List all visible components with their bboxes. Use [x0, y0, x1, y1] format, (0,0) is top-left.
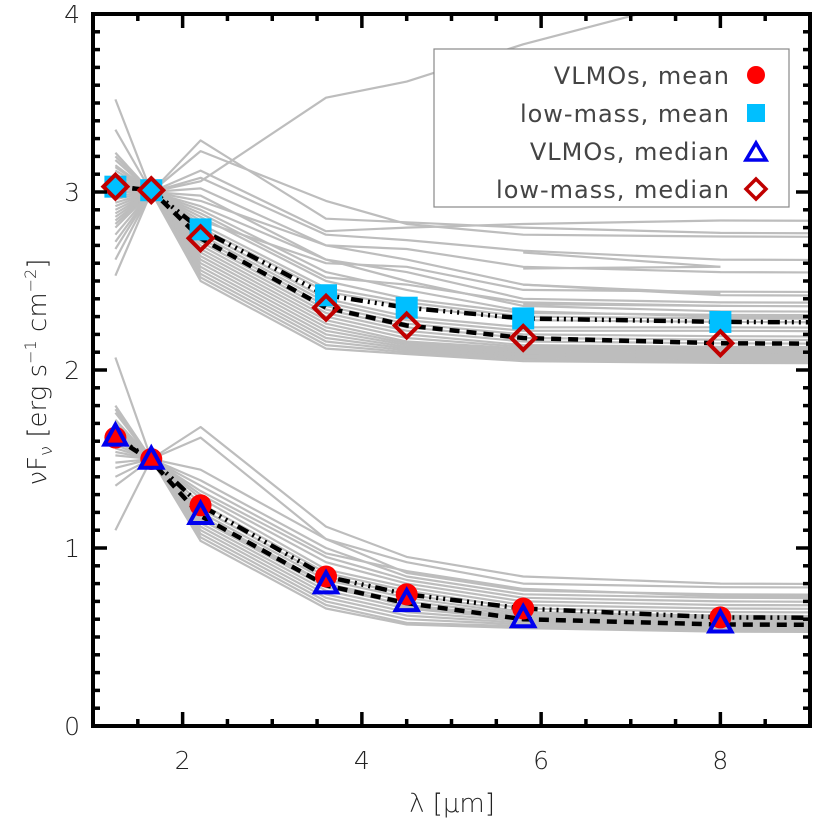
y-tick-label: 1	[64, 534, 80, 563]
diamond-marker	[311, 292, 341, 323]
legend-diamond-icon	[743, 176, 769, 202]
stat-line-triangle-open	[114, 435, 810, 628]
legend-circle-icon	[747, 66, 765, 84]
triangle-marker	[392, 586, 422, 613]
triangle-marker	[136, 443, 166, 470]
legend-label-vlmos-median: VLMOs, median	[530, 138, 730, 166]
legend-triangle-icon	[742, 139, 770, 162]
legend-label-lowmass-median: low-mass, median	[496, 176, 730, 204]
x-axis-label: λ [μm]	[409, 789, 495, 819]
triangle-marker	[101, 420, 130, 447]
legend: VLMOs, mean low-mass, mean VLMOs, median…	[433, 48, 790, 208]
triangle-marker	[311, 568, 341, 595]
diamond-marker	[508, 323, 539, 353]
legend-square-icon	[747, 104, 765, 122]
y-axis-label: νFν [erg s−1 cm−2]	[21, 259, 57, 486]
diamond-marker	[391, 310, 422, 341]
source-line	[114, 190, 810, 365]
square-marker	[140, 179, 163, 202]
triangle-marker	[508, 602, 538, 629]
circle-marker	[140, 448, 163, 470]
source-line-partial	[523, 283, 721, 295]
stat-line-circle	[114, 435, 810, 620]
diamond-marker	[100, 171, 131, 202]
y-axis-label-part: −2	[21, 269, 40, 293]
legend-box	[433, 48, 790, 208]
y-tick-label: 4	[64, 0, 80, 29]
y-axis-label-part: cm	[23, 292, 53, 340]
stat-line-diamond-open	[115, 184, 810, 346]
y-axis-label-part: ν	[36, 446, 57, 456]
triangle-marker	[705, 607, 735, 634]
square-marker	[104, 175, 127, 198]
y-axis-label-part: [erg s	[23, 364, 53, 446]
x-tick-label: 6	[533, 746, 549, 775]
legend-label-lowmass-mean: low-mass, mean	[520, 100, 730, 128]
source-line	[114, 419, 810, 600]
source-line	[115, 457, 810, 630]
legend-label-vlmos-mean: VLMOs, mean	[554, 62, 730, 90]
x-tick-label: 8	[712, 746, 728, 775]
y-axis-label-part: −1	[21, 340, 40, 364]
axis-tick-labels: 2 4 6 8 0 1 2 3 4	[64, 0, 728, 775]
source-line-partial	[523, 251, 721, 268]
source-line-partial	[523, 265, 721, 270]
source-line-partial	[523, 303, 721, 307]
diamond-marker	[705, 328, 736, 359]
square-marker	[189, 218, 212, 241]
square-marker	[395, 296, 418, 319]
diamond-marker	[185, 223, 216, 254]
y-tick-label: 3	[64, 178, 80, 207]
y-axis-label-part: ]	[23, 259, 53, 269]
diamond-marker	[136, 175, 167, 206]
y-axis-label-part: νF	[23, 456, 53, 485]
data-markers	[100, 171, 736, 634]
square-marker	[709, 310, 732, 333]
x-tick-label: 2	[175, 746, 191, 775]
axis-ticks	[93, 14, 810, 726]
x-tick-label: 4	[354, 746, 370, 775]
square-marker	[512, 307, 535, 330]
triangle-marker	[186, 498, 215, 525]
y-tick-label: 2	[64, 356, 80, 385]
y-tick-label: 0	[64, 712, 80, 741]
